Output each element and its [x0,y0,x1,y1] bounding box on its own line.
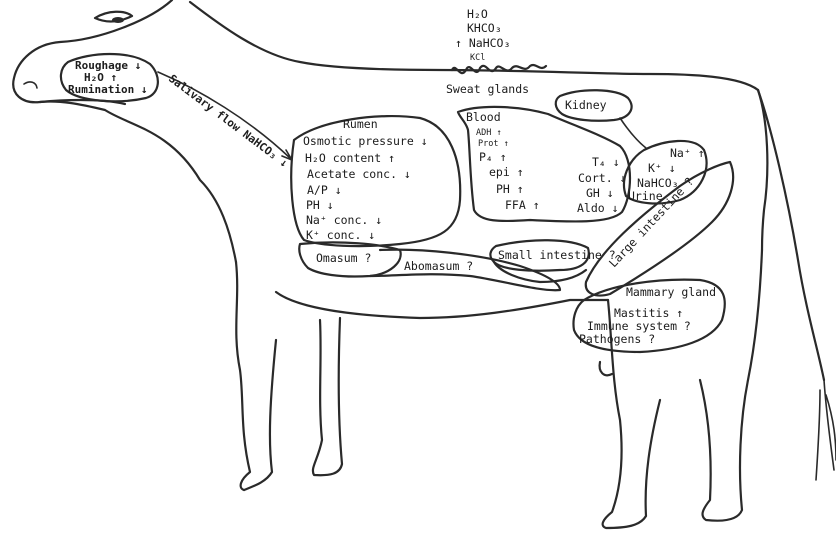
blood-ph: PH ↑ [496,182,524,196]
eye-mark [112,17,124,23]
rumen-k: K⁺ conc. ↓ [306,228,375,242]
head-dewlap-line [13,0,236,262]
tail-switch [816,380,836,480]
urine-k: K⁺ ↓ [648,161,676,175]
rumen-region: Rumen Osmotic pressure ↓ H₂O content ↑ A… [291,116,460,246]
blood-aldo: Aldo ↓ [577,201,619,215]
sweat-item-khco3: KHCO₃ [467,21,502,35]
blood-epi: epi ↑ [489,165,524,179]
nostril-mark [24,82,37,88]
urine-region: Na⁺ ↑ K⁺ ↓ NaHCO₃ Urine [624,141,706,204]
small-intestine-region: Small intestine ? [490,240,615,282]
teat-mark [600,362,612,375]
mouth-region: Roughage ↓ H₂O ↑ Rumination ↓ [61,54,158,101]
mammary-title: Mammary gland [626,285,716,299]
sweat-item-nahco3: ↑ NaHCO₃ [455,36,510,50]
salivary-flow-label: Salivary flow NaHCO₃ ↓ [166,72,290,170]
rumen-na: Na⁺ conc. ↓ [306,213,382,227]
sweat-item-kcl: KCl [470,53,485,63]
rumen-acetate: Acetate conc. ↓ [307,167,411,181]
belly-line [276,292,608,318]
abomasum-label: Abomasum ? [404,259,473,273]
tail-line [758,90,824,380]
sweat-item-h2o: H₂O [467,7,488,21]
mammary-pathogens: Pathogens ? [579,332,655,346]
salivary-flow-region: Salivary flow NaHCO₃ ↓ [158,72,292,170]
blood-ffa: FFA ↑ [505,198,540,212]
blood-region: Blood ADH ↑ Prot ↑ P₄ ↑ epi ↑ PH ↑ FFA ↑… [458,107,630,222]
sweat-glands-region: Sweat glands H₂O KHCO₃ ↑ NaHCO₃ KCl [446,7,546,96]
kidney-title: Kidney [565,98,607,112]
front-leg-right [313,318,342,475]
mammary-region: Mammary gland Mastitis ↑ Immune system ?… [573,280,724,352]
ureter-line [620,118,646,148]
front-leg-left [236,262,250,490]
rumen-osmotic: Osmotic pressure ↓ [303,134,428,148]
blood-cort: Cort. ↓ [578,171,626,185]
small-intestine-loop [494,262,586,282]
mammary-immune: Immune system ? [587,319,691,333]
blood-t4: T₄ ↓ [592,155,620,169]
omasum-label: Omasum ? [316,251,371,265]
blood-adh: ADH ↑ [476,128,502,138]
kidney-region: Kidney [556,90,646,148]
blood-gh: GH ↓ [586,186,614,200]
mammary-mastitis: Mastitis ↑ [614,306,683,320]
urine-na: Na⁺ ↑ [670,146,705,160]
mouth-rumination: Rumination ↓ [68,83,147,96]
urine-label: Urine [628,189,663,203]
blood-title: Blood [466,110,501,124]
rumen-title: Rumen [343,117,378,131]
rumen-ph: PH ↓ [306,198,334,212]
rumen-ap: A/P ↓ [307,183,342,197]
blood-p4: P₄ ↑ [479,150,507,164]
sweat-glands-title: Sweat glands [446,82,529,96]
blood-prot: Prot ↑ [478,139,509,149]
rumen-water: H₂O content ↑ [305,151,395,165]
